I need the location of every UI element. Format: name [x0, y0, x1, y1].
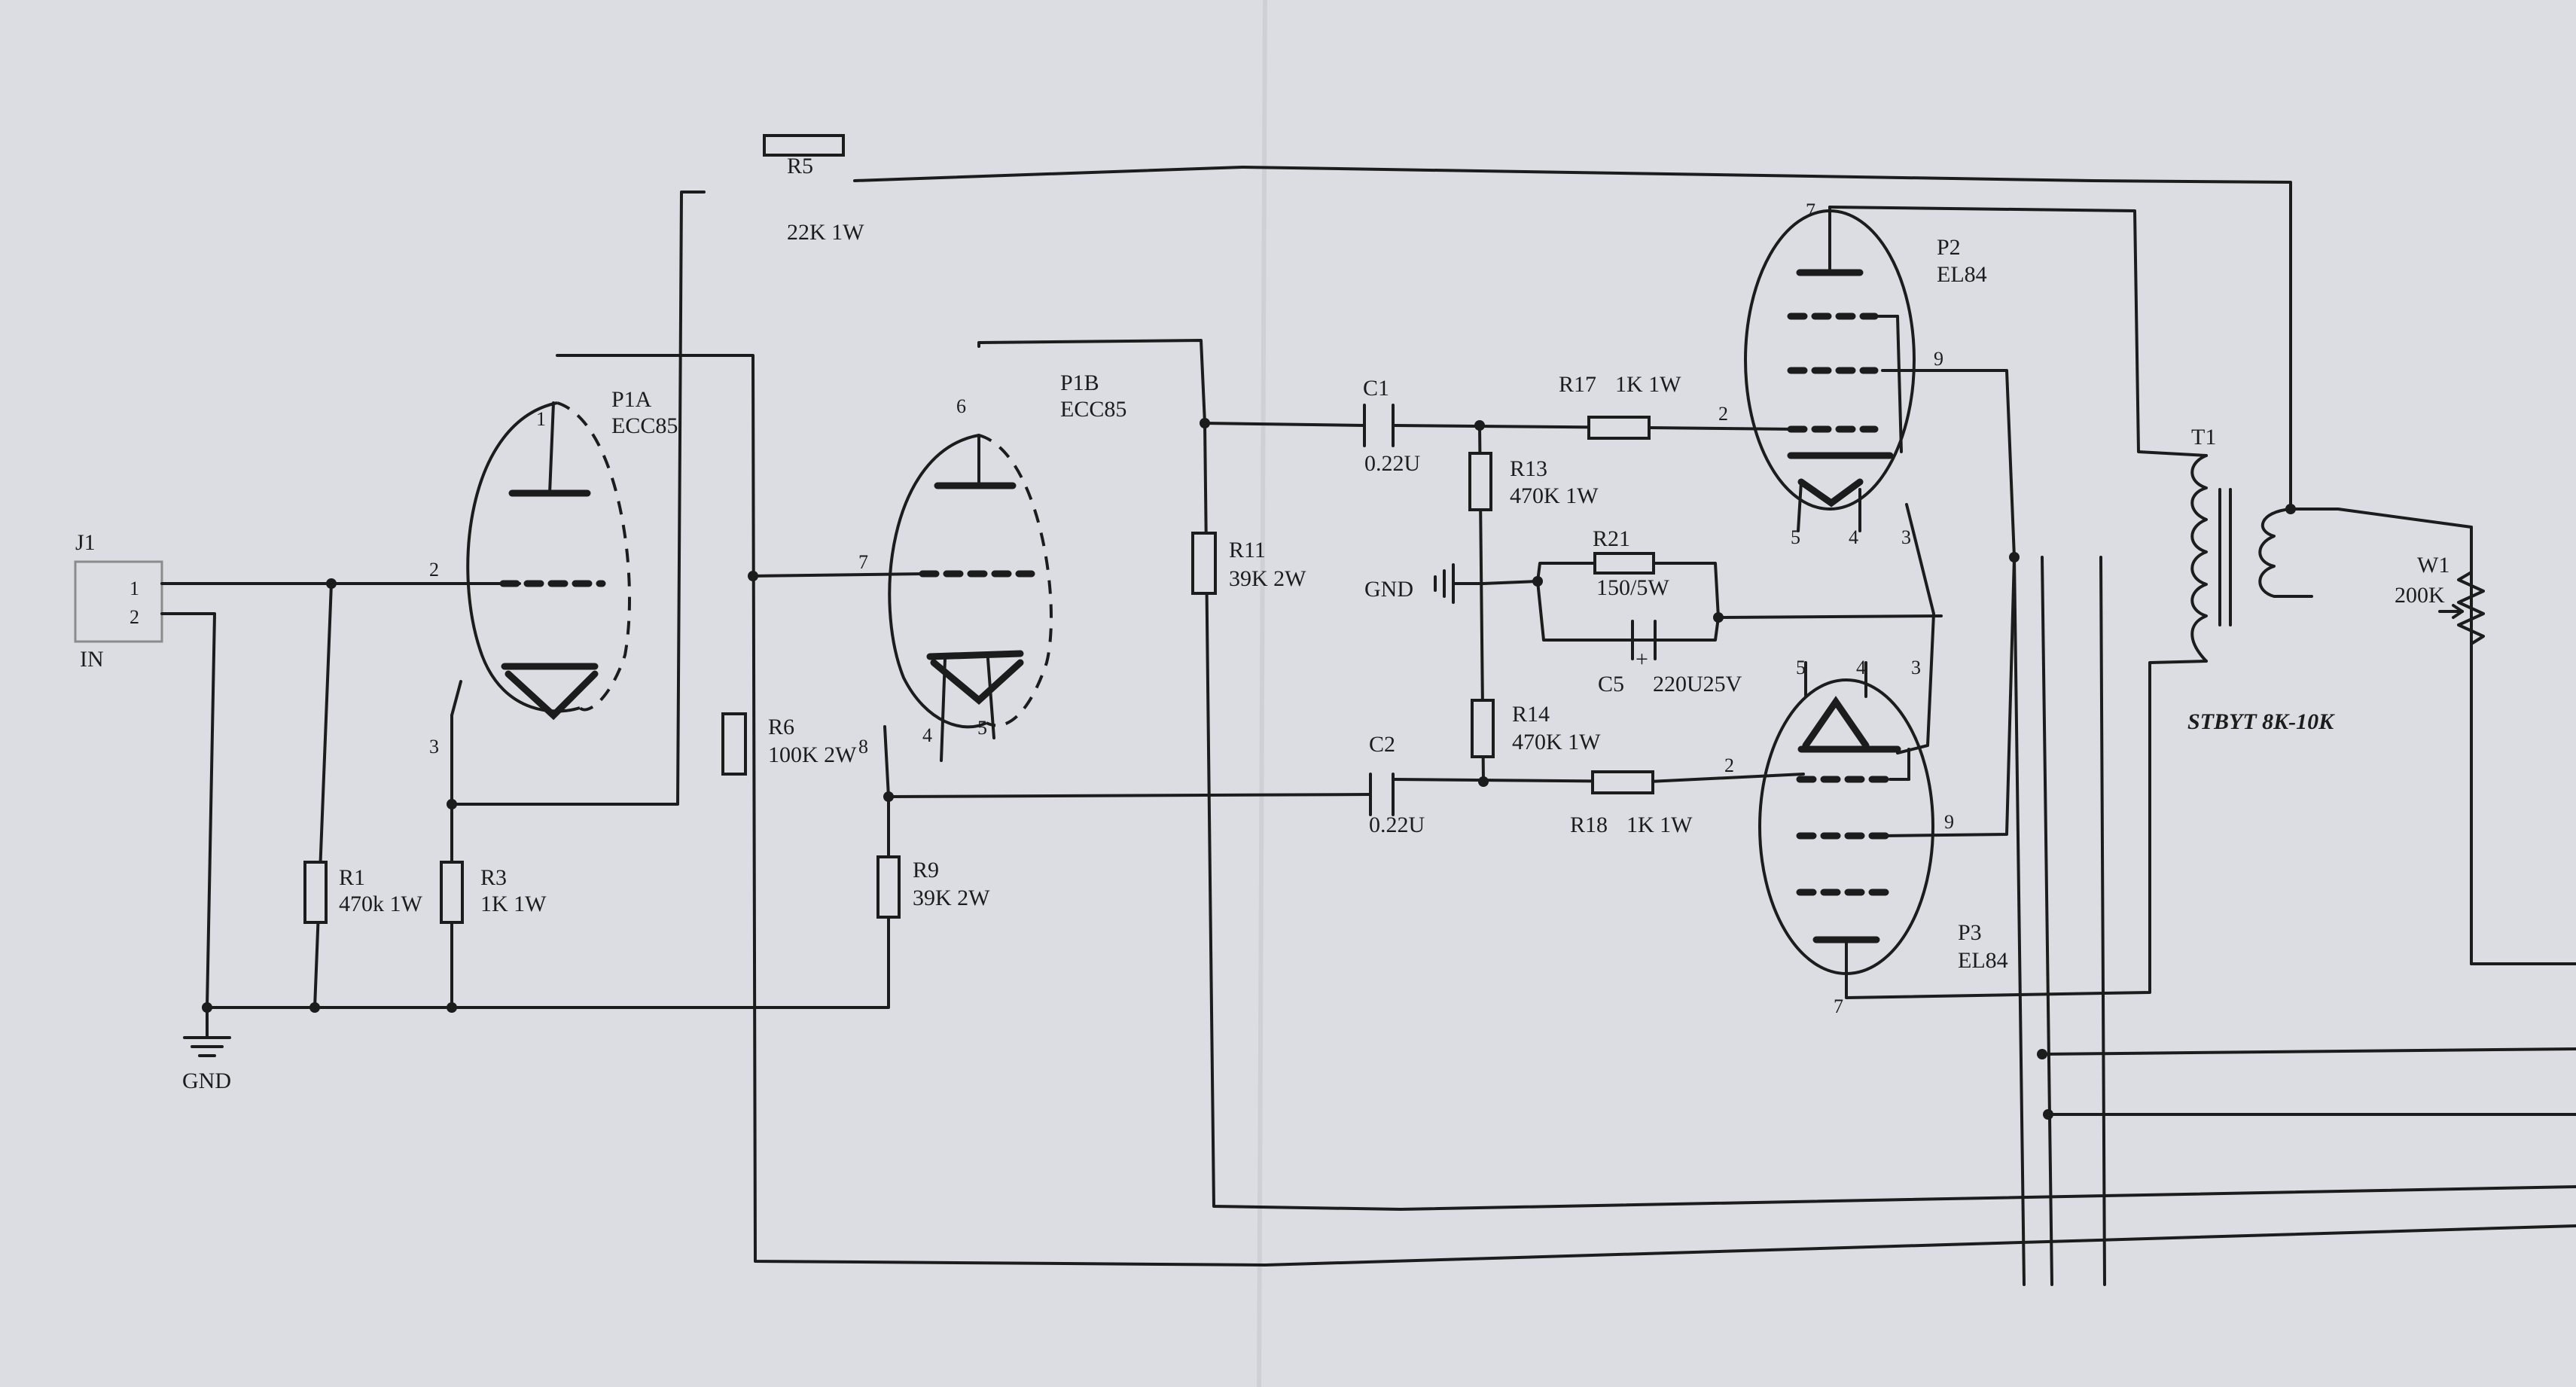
r1-value: 470k 1W — [339, 892, 423, 916]
r9-ref: R9 — [913, 858, 939, 882]
resistor-r6: R6 100K 2W — [721, 712, 857, 776]
ground-label-bias: GND — [1364, 577, 1413, 602]
resistor-r1: R1 470k 1W — [303, 861, 423, 924]
p1a-pin-cathode: 3 — [429, 736, 439, 758]
output-transformer-t1: T1 STBYT 8K-10K — [2187, 425, 2335, 734]
r5-ref: R5 — [787, 154, 813, 178]
r21-value: 150/5W — [1596, 575, 1669, 600]
potentiometer-w1: W1 200K — [2395, 526, 2485, 965]
p3-pin-grid: 2 — [1724, 754, 1734, 776]
p2-ref: P2 — [1937, 235, 1961, 260]
resistor-r18: R18 1K 1W — [1570, 770, 1693, 837]
c5-value: 220U25V — [1653, 672, 1742, 697]
ground-label-main: GND — [182, 1068, 231, 1093]
c5-polarity: + — [1636, 647, 1648, 672]
c2-ref: C2 — [1369, 732, 1395, 757]
p1a-pin-grid: 2 — [429, 559, 439, 581]
p1b-pin-cathode: 8 — [858, 736, 868, 758]
r18-ref: R18 — [1570, 812, 1608, 837]
p3-ref: P3 — [1958, 920, 1982, 945]
p2-pin-heater-b: 4 — [1849, 526, 1858, 548]
r14-value: 470K 1W — [1512, 730, 1601, 754]
p3-pin-plate: 7 — [1834, 995, 1843, 1017]
capacitor-c1: C1 0.22U — [1363, 376, 1421, 476]
r21-ref: R21 — [1593, 526, 1630, 551]
p1b-pin-heater-a: 4 — [922, 724, 932, 746]
p3-pin-heater-b: 4 — [1856, 657, 1866, 678]
t1-ref: T1 — [2191, 425, 2216, 450]
r17-value: 1K 1W — [1615, 372, 1681, 397]
p2-pin-grid: 2 — [1718, 403, 1728, 425]
resistor-r21: R21 150/5W — [1593, 526, 1669, 600]
tube-p3: 7 9 2 3 5 4 P3 EL84 — [1724, 657, 2008, 1017]
tube-p1b: 6 7 4 5 8 P1B ECC85 — [858, 370, 1126, 758]
ground-symbol-bias: GND — [1364, 563, 1485, 604]
w1-value: 200K — [2395, 583, 2445, 608]
r3-value: 1K 1W — [480, 892, 547, 916]
junction-dots — [202, 418, 2296, 1120]
p2-pin-cathode: 3 — [1901, 526, 1911, 548]
p1b-pin-grid: 7 — [858, 551, 868, 573]
resistor-r14: R14 470K 1W — [1471, 699, 1601, 758]
resistor-r11: R11 39K 2W — [1191, 532, 1306, 595]
j1-pin2-label: 2 — [130, 606, 139, 628]
j1-in-label: IN — [80, 647, 104, 672]
c2-value: 0.22U — [1369, 812, 1425, 837]
resistor-r3: R3 1K 1W — [440, 861, 547, 924]
r17-ref: R17 — [1559, 372, 1596, 397]
t1-note: STBYT 8K-10K — [2187, 709, 2335, 734]
wires-input-stage — [160, 166, 2576, 1267]
p1b-pin-heater-b: 5 — [977, 717, 987, 739]
r11-ref: R11 — [1229, 538, 1266, 562]
r14-ref: R14 — [1512, 702, 1550, 727]
r11-value: 39K 2W — [1229, 566, 1306, 591]
p3-pin-screen: 9 — [1944, 811, 1954, 833]
resistor-r13: R13 470K 1W — [1468, 452, 1599, 511]
p2-pin-plate: 7 — [1806, 200, 1815, 221]
r13-ref: R13 — [1510, 456, 1547, 481]
r6-ref: R6 — [768, 715, 794, 739]
p2-type: EL84 — [1937, 262, 1987, 287]
p2-pin-screen: 9 — [1934, 348, 1943, 370]
c1-ref: C1 — [1363, 376, 1389, 401]
input-connector-j1: J1 1 2 IN — [74, 530, 163, 672]
j1-ref: J1 — [75, 530, 96, 555]
paper-fold — [1257, 0, 1267, 1387]
w1-ref: W1 — [2417, 553, 2449, 578]
p1b-ref: P1B — [1060, 370, 1099, 395]
r5-value: 22K 1W — [787, 220, 864, 245]
p1b-pin-plate: 6 — [956, 395, 966, 417]
c1-value: 0.22U — [1364, 451, 1421, 476]
resistor-r17: R17 1K 1W — [1559, 372, 1681, 440]
p3-pin-heater-a: 5 — [1796, 657, 1806, 678]
p2-pin-heater-a: 5 — [1791, 526, 1800, 548]
r9-value: 39K 2W — [913, 886, 990, 910]
resistor-r5: R5 22K 1W — [763, 134, 864, 245]
ground-symbol-main: GND — [182, 1006, 231, 1093]
r13-value: 470K 1W — [1510, 483, 1599, 508]
p1b-type: ECC85 — [1060, 397, 1126, 422]
capacitor-c5: + C5 220U25V — [1598, 620, 1742, 697]
p3-pin-cathode: 3 — [1911, 657, 1921, 678]
p3-type: EL84 — [1958, 948, 2008, 973]
p1a-ref: P1A — [611, 387, 652, 412]
j1-pin1-label: 1 — [130, 578, 139, 599]
r3-ref: R3 — [480, 865, 507, 890]
r18-value: 1K 1W — [1626, 812, 1693, 837]
resistor-r9: R9 39K 2W — [876, 855, 990, 919]
p1a-type: ECC85 — [611, 413, 678, 438]
capacitor-c2: C2 0.22U — [1369, 732, 1425, 837]
tube-p2: 7 9 2 3 5 4 P2 EL84 — [1718, 200, 1987, 548]
r1-ref: R1 — [339, 865, 365, 890]
tube-p1a: 1 2 3 P1A ECC85 — [429, 387, 678, 758]
r6-value: 100K 2W — [768, 742, 857, 767]
p1a-pin-plate: 1 — [536, 408, 546, 430]
c5-ref: C5 — [1598, 672, 1624, 697]
